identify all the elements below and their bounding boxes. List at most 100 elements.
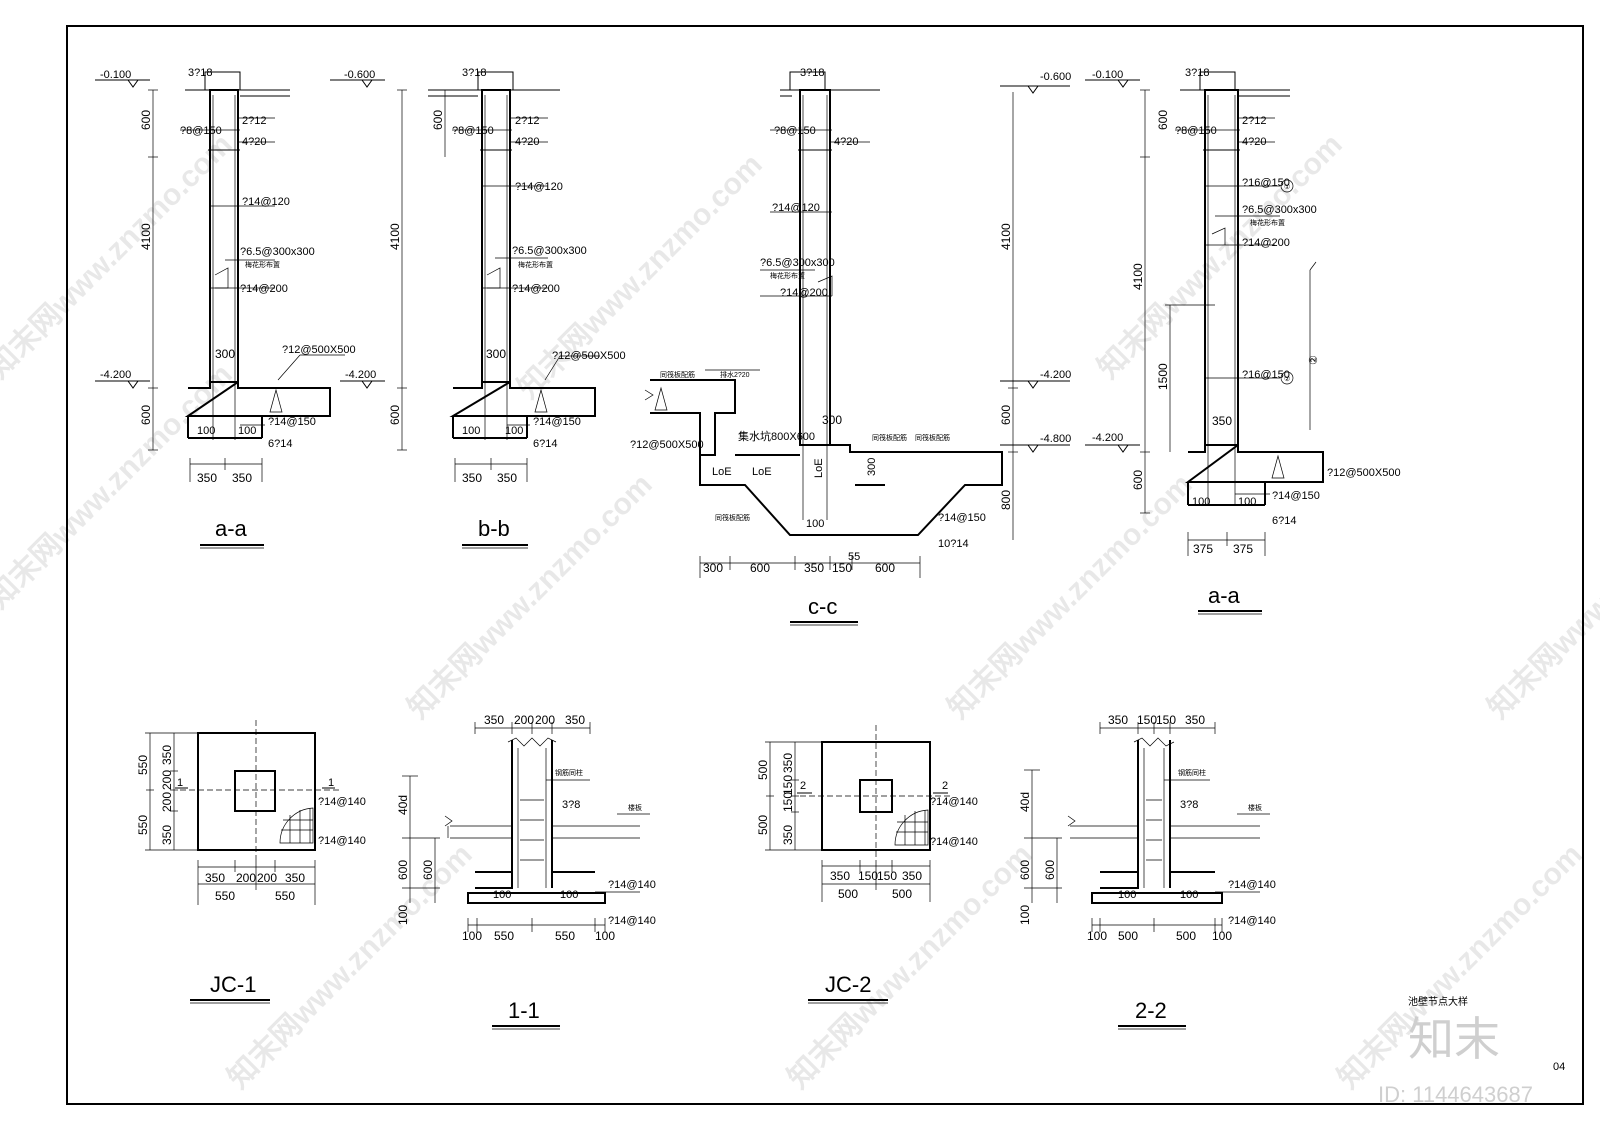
rebar-2: ?14@140 xyxy=(1228,915,1276,927)
rebar-14-120: ?14@120 xyxy=(515,181,563,193)
b-100b: 100 xyxy=(595,929,615,943)
t-150b: 150 xyxy=(1156,713,1176,727)
plan-jc1: 550 550 350 200 200 350 1 1 ?14@140 ?14@… xyxy=(136,720,366,1004)
section-cc: 3?18 ?8@150 4?20 ?14@120 ?6.5@300x300 梅花… xyxy=(630,67,1071,626)
rebar-6-14: 6?14 xyxy=(1272,515,1296,527)
rebar-4-20: 4?20 xyxy=(1242,136,1266,148)
wall-thickness: 300 xyxy=(215,347,235,361)
t-350b: 350 xyxy=(1185,713,1205,727)
rebar-14-200: ?14@200 xyxy=(1242,237,1290,249)
width-300: 300 xyxy=(703,561,723,575)
width-350a: 350 xyxy=(462,471,482,485)
logo: 知末 xyxy=(1408,1013,1500,1065)
wall-thickness: 350 xyxy=(1212,414,1232,428)
b-550a: 550 xyxy=(494,929,514,943)
section-aa-right: -0.100 -4.200 600 4100 1500 600 3?18 2?1… xyxy=(1085,67,1401,615)
dim-1500: 1500 xyxy=(1156,363,1170,390)
b-500b: 500 xyxy=(892,887,912,901)
t-350a: 350 xyxy=(1108,713,1128,727)
page-number: 04 xyxy=(1553,1061,1565,1073)
cover-100b: 100 xyxy=(560,889,578,901)
rebar-note: 梅花形布置 xyxy=(245,260,280,269)
rebar-2-12: 2?12 xyxy=(1242,115,1266,127)
watermark: 知末网www.znzmo.com xyxy=(942,468,1199,725)
rebar-8-150: ?8@150 xyxy=(452,125,494,137)
loe-1: LoE xyxy=(752,466,772,478)
b-500b: 500 xyxy=(1176,929,1196,943)
plan-title: JC-2 xyxy=(825,972,871,997)
rebar-12-500: ?12@500X500 xyxy=(1327,467,1401,479)
section-title: a-a xyxy=(1208,583,1241,608)
rebar-14-200: ?14@200 xyxy=(240,283,288,295)
b-100b: 100 xyxy=(1212,929,1232,943)
elev-top: -0.100 xyxy=(100,69,131,81)
rebar-1: ?14@140 xyxy=(1228,879,1276,891)
dim-150b: 150 xyxy=(781,792,795,812)
elev-mid: -4.200 xyxy=(1040,369,1071,381)
dim-500b: 500 xyxy=(756,815,770,835)
width-350b: 350 xyxy=(497,471,517,485)
dim-350b: 350 xyxy=(781,825,795,845)
marker-1: ① xyxy=(1284,183,1290,191)
width-375a: 375 xyxy=(1193,542,1213,556)
t-200a: 200 xyxy=(514,713,534,727)
rebar-note: 梅花形布置 xyxy=(1250,218,1285,227)
stirrup: 3?8 xyxy=(1180,799,1198,811)
id-text: ID: 1144643687 xyxy=(1378,1082,1533,1107)
width-600a: 600 xyxy=(750,561,770,575)
b-550a: 550 xyxy=(215,889,235,903)
dim-600-bottom: 600 xyxy=(1131,470,1145,490)
rebar-14-120: ?14@120 xyxy=(772,202,820,214)
dim-100: 100 xyxy=(396,905,410,925)
width-350a: 350 xyxy=(197,471,217,485)
dim-600b: 600 xyxy=(1043,860,1057,880)
rebar-8-150: ?8@150 xyxy=(180,125,222,137)
cover-100b: 100 xyxy=(238,425,256,437)
marker-2: ② xyxy=(1284,375,1290,383)
width-375b: 375 xyxy=(1233,542,1253,556)
cut-right: 1 xyxy=(328,777,334,789)
dim-4100: 4100 xyxy=(388,223,402,250)
dim-600-top: 600 xyxy=(139,110,153,130)
section-title: c-c xyxy=(808,594,837,619)
elev-top: -0.600 xyxy=(1040,71,1071,83)
rebar-6-5: ?6.5@300x300 xyxy=(760,257,835,269)
cover-100: 100 xyxy=(806,518,824,530)
rebar-6-5: ?6.5@300x300 xyxy=(1242,204,1317,216)
cover-100a: 100 xyxy=(462,425,480,437)
rebar-4-20: 4?20 xyxy=(834,136,858,148)
rebar-note: 梅花形布置 xyxy=(518,260,553,269)
elev-bottom: -4.200 xyxy=(1092,432,1123,444)
sheet-caption: 池壁节点大样 xyxy=(1408,995,1468,1008)
rebar-14-120: ?14@120 xyxy=(242,196,290,208)
dim-600: 600 xyxy=(999,405,1013,425)
bars-top: 3?18 xyxy=(800,67,824,79)
b-100a: 100 xyxy=(1087,929,1107,943)
cut-right: 2 xyxy=(942,780,948,792)
dim-40d: 40d xyxy=(1018,792,1032,812)
width-150: 150 xyxy=(832,561,852,575)
dim-600a: 600 xyxy=(1018,860,1032,880)
gutter-label: 集水坑800X600 xyxy=(738,429,815,443)
dim-350b: 350 xyxy=(160,825,174,845)
b-350a: 350 xyxy=(205,871,225,885)
cover-100a: 100 xyxy=(1118,889,1136,901)
rebar-2: ?14@140 xyxy=(930,836,978,848)
dim-200a: 200 xyxy=(160,770,174,790)
section-bb: -0.600 -4.200 600 4100 600 3?18 2?12 ?8@… xyxy=(330,67,626,549)
slab-label: 楼板 xyxy=(628,803,642,812)
dim-600a: 600 xyxy=(396,860,410,880)
slab-label: 楼板 xyxy=(1248,803,1262,812)
dim-100: 100 xyxy=(1018,905,1032,925)
sheet-border xyxy=(66,25,1584,1105)
t-150a: 150 xyxy=(1137,713,1157,727)
section-title: b-b xyxy=(478,516,510,541)
t-350a: 350 xyxy=(484,713,504,727)
cover-100a: 100 xyxy=(197,425,215,437)
section-title: a-a xyxy=(215,516,248,541)
bars-top: 3?18 xyxy=(1185,67,1209,79)
dim-550b: 550 xyxy=(136,815,150,835)
rebar-10-14: 10?14 xyxy=(938,538,969,550)
section-22: 350 150 150 350 钢筋同柱 3?8 楼板 40d 600 600 … xyxy=(1018,713,1276,1030)
b-550b: 550 xyxy=(275,889,295,903)
